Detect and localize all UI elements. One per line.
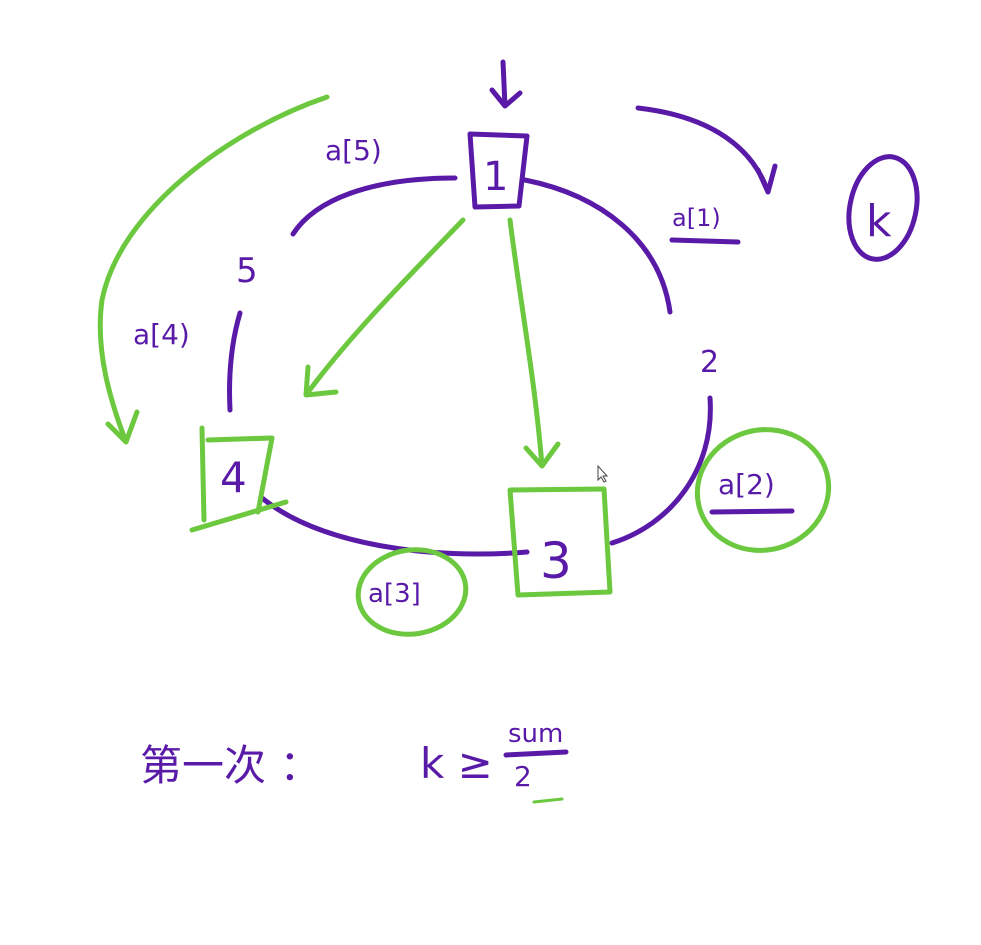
node-1: 1 xyxy=(467,131,530,210)
edge-label-a4: a[4) xyxy=(133,318,190,351)
formula-lhs: k ≥ xyxy=(420,739,493,788)
green-arrow-to-node3 xyxy=(507,217,561,469)
formula-prefix: 第一次 ： xyxy=(140,741,321,790)
arc-node5-to-node1 xyxy=(290,175,458,237)
position-label-2: 2 xyxy=(700,345,719,380)
k-label: k xyxy=(866,196,892,247)
arc-node3-to-node4 xyxy=(259,495,530,557)
position-label-5: 5 xyxy=(236,251,258,291)
formula-fraction-bar xyxy=(503,749,569,758)
formula-numerator: sum xyxy=(508,719,563,749)
edge-label-a1: a[1) xyxy=(672,204,721,232)
node-3: 3 xyxy=(507,486,613,598)
green-arrow-to-node4 xyxy=(303,217,466,398)
node-4-label: 4 xyxy=(220,453,247,502)
a2-underline xyxy=(709,508,795,515)
entry-arrow xyxy=(489,59,523,109)
k-circle: k xyxy=(846,154,920,262)
green-left-curved-arrow xyxy=(97,94,330,445)
node-4: 4 xyxy=(189,425,289,533)
direction-arrow xyxy=(635,105,778,195)
arc-node4-to-node5 xyxy=(227,310,243,413)
edge-label-a5: a[5) xyxy=(325,134,382,167)
arc-node2-to-node3 xyxy=(609,395,713,546)
node-1-label: 1 xyxy=(483,154,508,200)
formula-green-underline xyxy=(532,797,564,804)
a1-underline xyxy=(669,237,741,245)
mouse-cursor-icon xyxy=(597,464,609,483)
edge-label-a2: a[2) xyxy=(718,468,775,501)
edge-label-a3: a[3] xyxy=(368,579,421,609)
formula-denominator: 2 xyxy=(514,760,532,793)
edge-label-a2-group: a[2) xyxy=(694,427,832,553)
edge-label-a3-group: a[3] xyxy=(355,547,469,637)
arc-node1-to-node2 xyxy=(522,177,673,315)
formula: 第一次 ： k ≥ sum 2 xyxy=(140,719,569,804)
node-3-label: 3 xyxy=(540,532,572,590)
